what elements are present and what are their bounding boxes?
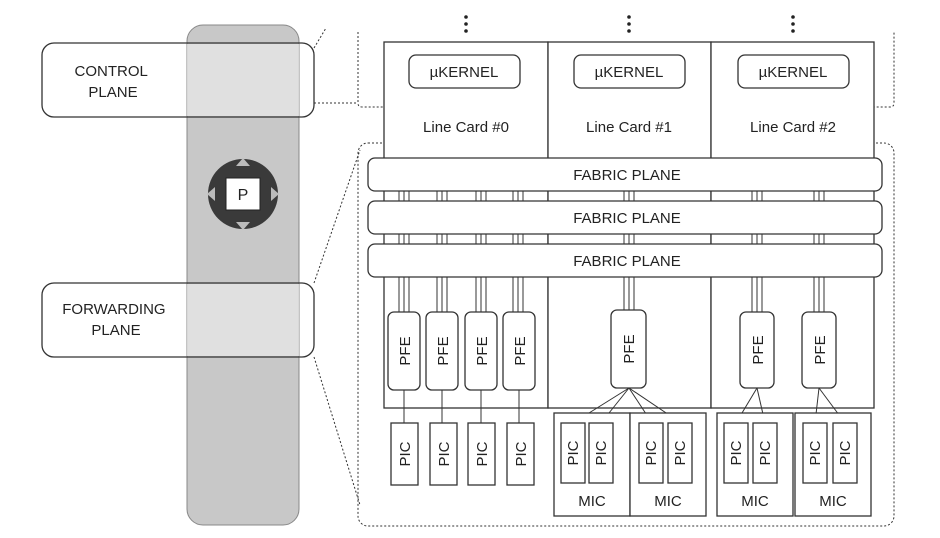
line-card-name-1: Line Card #1 — [586, 119, 672, 136]
pic-label: PIC — [593, 440, 610, 465]
control-zoom-line-top — [313, 27, 327, 49]
forwarding-plane-label: FORWARDING PLANE — [62, 301, 170, 339]
mic-label: MIC — [578, 493, 606, 510]
pic-label: PIC — [643, 440, 660, 465]
pic-label: PIC — [565, 440, 582, 465]
fabric-plane-1: FABRIC PLANE — [367, 200, 883, 235]
pic-0: PIC — [390, 422, 419, 486]
mic-3: PIC PIC MIC — [794, 412, 872, 517]
control-plane-box: CONTROL PLANE — [41, 42, 315, 118]
kernel-box-0: µKERNEL — [408, 54, 521, 89]
mic-1: PIC PIC MIC — [629, 412, 707, 517]
pic-1: PIC — [429, 422, 458, 486]
forward-zoom-line-top — [313, 149, 361, 284]
line-card-name-2: Line Card #2 — [750, 119, 836, 136]
pfe-label: PFE — [397, 336, 414, 365]
mic-0: PIC PIC MIC — [553, 412, 631, 517]
pfe-4: PFE — [610, 309, 647, 389]
pic-2: PIC — [467, 422, 496, 486]
line-card-name-0: Line Card #0 — [423, 119, 509, 136]
mic-2: PIC PIC MIC — [716, 412, 794, 517]
packet-path-pillar — [186, 24, 300, 526]
pfe-label: PFE — [435, 336, 452, 365]
ellipsis-2 — [791, 15, 795, 33]
kernel-label-0: µKERNEL — [430, 64, 499, 81]
forwarding-plane-box: FORWARDING PLANE — [41, 282, 315, 358]
pfe-2: PFE — [464, 311, 498, 391]
pfe-1: PFE — [425, 311, 459, 391]
fabric-plane-label-0: FABRIC PLANE — [573, 167, 681, 184]
kernel-label-2: µKERNEL — [759, 64, 828, 81]
pic-label: PIC — [672, 440, 689, 465]
pfe-label: PFE — [812, 335, 829, 364]
pic-label: PIC — [513, 441, 530, 466]
pfe-label: PFE — [474, 336, 491, 365]
pic-label: PIC — [436, 441, 453, 466]
pfe-6: PFE — [801, 311, 837, 389]
fabric-plane-label-1: FABRIC PLANE — [573, 210, 681, 227]
pic-3: PIC — [506, 422, 535, 486]
pfe-label: PFE — [750, 335, 767, 364]
pfe-5: PFE — [739, 311, 775, 389]
pic-label: PIC — [397, 441, 414, 466]
kernel-box-2: µKERNEL — [737, 54, 850, 89]
forward-zoom-line-bottom — [313, 356, 361, 506]
pfe-0: PFE — [387, 311, 421, 391]
pic-label: PIC — [807, 440, 824, 465]
pic-label: PIC — [474, 441, 491, 466]
pic-label: PIC — [728, 440, 745, 465]
packet-arrows-icon: P — [207, 158, 279, 230]
pic-label: PIC — [837, 440, 854, 465]
fabric-plane-2: FABRIC PLANE — [367, 243, 883, 278]
ellipsis-1 — [627, 15, 631, 33]
fabric-plane-label-2: FABRIC PLANE — [573, 253, 681, 270]
control-plane-label: CONTROL PLANE — [75, 63, 152, 101]
mic-label: MIC — [741, 493, 769, 510]
pfe-label: PFE — [512, 336, 529, 365]
pic-label: PIC — [757, 440, 774, 465]
ellipsis-0 — [464, 15, 468, 33]
fabric-plane-0: FABRIC PLANE — [367, 157, 883, 192]
kernel-label-1: µKERNEL — [595, 64, 664, 81]
mic-label: MIC — [654, 493, 682, 510]
packet-label: P — [238, 187, 249, 204]
kernel-box-1: µKERNEL — [573, 54, 686, 89]
mic-label: MIC — [819, 493, 847, 510]
pfe-3: PFE — [502, 311, 536, 391]
pfe-label: PFE — [621, 334, 638, 363]
